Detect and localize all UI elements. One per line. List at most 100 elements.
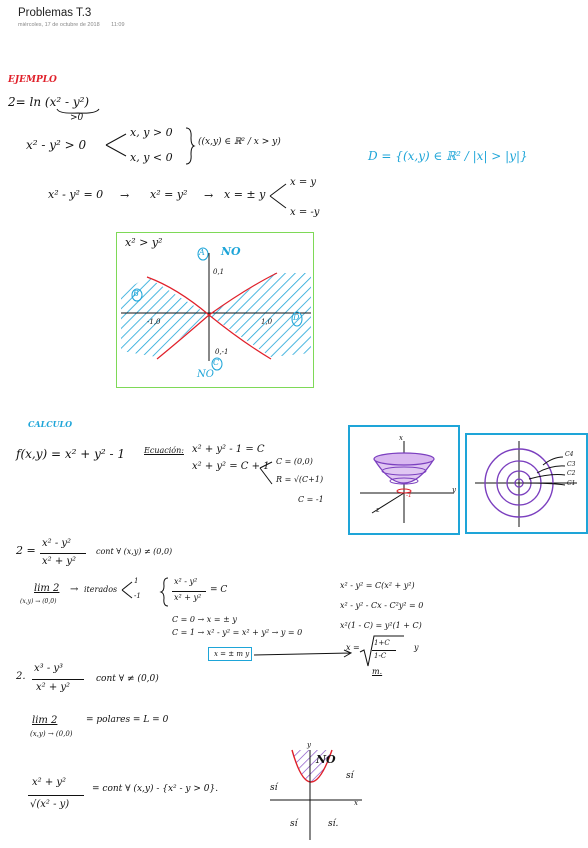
- point-left: -1,0: [147, 318, 161, 326]
- ejemplo-eq3: x = ± y: [224, 188, 266, 201]
- limit1-r4-den: 1-C: [374, 652, 387, 660]
- limit1-r4-y: y: [414, 643, 419, 652]
- limit1-sub: (x,y) → (0,0): [20, 598, 57, 605]
- limit3-si-2: sí: [270, 783, 278, 793]
- brace-left: [159, 577, 169, 607]
- limit2-den: x² + y²: [36, 682, 71, 693]
- ejemplo-heading: EJEMPLO: [8, 75, 57, 85]
- contour-plot: [475, 441, 577, 527]
- contour-label-2: C3: [567, 461, 576, 468]
- limit1-den: x² + y²: [42, 556, 77, 567]
- ejemplo-cond: >0: [70, 113, 84, 123]
- region-c-label: C: [213, 358, 220, 367]
- ejemplo-sol1: x = y: [290, 177, 317, 188]
- arrow-1: →: [120, 189, 130, 202]
- ejemplo-case1: x, y > 0: [130, 126, 173, 139]
- point-bottom: 0,-1: [215, 348, 229, 356]
- limit3-den: √(x² - y): [30, 799, 70, 810]
- limit1-lhs: 2 =: [16, 544, 36, 557]
- arrow-2: →: [204, 189, 214, 202]
- ejemplo-domain: D = {(x,y) ∈ ℝ² / |x| > |y|}: [368, 149, 528, 163]
- brace-right: [185, 127, 196, 165]
- limit1-m: m.: [372, 667, 383, 676]
- page-time: 11:09: [111, 22, 125, 28]
- boxed-result: x = ± m y: [208, 647, 252, 661]
- fraction-bar-5: [28, 795, 84, 796]
- fraction-bar-2: [172, 591, 206, 592]
- point-right: 1,0: [261, 318, 273, 326]
- limit2-num: x³ - y³: [34, 663, 64, 674]
- paraboloid-figure: z y x -1: [348, 425, 460, 535]
- ejemplo-sol2: x = -y: [290, 207, 320, 218]
- radius-label: R = √(C+1): [276, 475, 324, 484]
- page-meta: miércoles, 17 de octubre de 2018 11:09: [18, 22, 135, 28]
- boxed-text: x = ± m y: [214, 650, 250, 658]
- limit1-c0: C = 0 → x = ± y: [172, 615, 237, 624]
- limit2-lim: lim 2: [32, 715, 58, 726]
- calculo-func: f(x,y) = x² + y² - 1: [16, 447, 126, 461]
- limit3-num: x² + y²: [32, 777, 67, 788]
- limit3-axis-x: x: [354, 799, 358, 807]
- limit3-si-3: sí: [290, 819, 298, 829]
- region-a-label: A: [199, 248, 205, 257]
- limit3-si-1: sí: [346, 771, 354, 781]
- limit1-r4-num: 1+C: [374, 639, 390, 647]
- ejemplo-case2: x, y < 0: [130, 151, 173, 164]
- ecuacion-label: Ecuación:: [144, 446, 184, 455]
- limit1-v1: 1: [134, 577, 139, 585]
- parabola-plot: [270, 749, 362, 840]
- ecuacion-2: x² + y² = C + 1: [192, 461, 270, 472]
- ejemplo-ineq: x² - y² > 0: [26, 138, 87, 152]
- limit3-no: NO: [316, 753, 336, 766]
- no-top-label: NO: [221, 245, 241, 258]
- limit2-cont: cont ∀ ≠ (0,0): [96, 674, 159, 684]
- region-graph: x² > y² A NO 0,1 B -1,0 1,0 D 0,-1 NO C: [116, 232, 314, 388]
- point-top: 0,1: [213, 268, 225, 276]
- ejemplo-eq: x² - y² = 0: [48, 188, 104, 201]
- region-plot: [121, 247, 311, 371]
- limit1-num: x² - y²: [42, 538, 72, 549]
- center-label: C = (0,0): [276, 457, 313, 466]
- page-date: miércoles, 17 de octubre de 2018: [18, 22, 100, 28]
- branch-arrows-3: [259, 461, 273, 485]
- limit1-cont: cont ∀ (x,y) ≠ (0,0): [96, 547, 173, 556]
- limit1-lim: lim 2: [34, 583, 60, 594]
- limit1-v2: -1: [134, 592, 141, 600]
- limit2-lhs: 2.: [16, 671, 26, 682]
- limit1-r4-lhs: x =: [346, 643, 360, 652]
- limit2-sub: (x,y) → (0,0): [30, 730, 73, 738]
- limit1-brace-den: x² + y²: [174, 593, 202, 602]
- limit1-c1: C = 1 → x² - y² = x² + y² → y = 0: [172, 628, 303, 637]
- cmin-label: C = -1: [298, 495, 324, 504]
- limit3-rhs: = cont ∀ (x,y) - {x² - y > 0}.: [92, 784, 219, 794]
- limit1-brace-rhs: = C: [210, 585, 228, 595]
- long-arrow: [253, 649, 353, 658]
- limit1-r2: x² - y² - Cx - C²y² = 0: [340, 601, 424, 610]
- region-b-label: B: [133, 289, 139, 298]
- ejemplo-set: ((x,y) ∈ ℝ² / x > y): [198, 137, 281, 147]
- fraction-bar-4: [32, 679, 84, 680]
- limit1-iterados: iterados: [84, 585, 118, 594]
- ejemplo-func: 2= ln (x² - y²): [8, 95, 90, 109]
- branch-arrows-2: [269, 183, 287, 209]
- ecuacion-1: x² + y² - 1 = C: [192, 444, 265, 455]
- limit3-si-4: sí.: [328, 819, 339, 829]
- branch-arrows: [105, 133, 127, 157]
- contour-label-4: C1: [567, 480, 576, 487]
- limit1-r3: x²(1 - C) = y²(1 + C): [340, 621, 422, 630]
- contour-label-1: C4: [565, 451, 574, 458]
- limit2-rhs: = polares = L = 0: [86, 715, 169, 725]
- limit3-axis-y: y: [307, 741, 311, 749]
- underbrace: [56, 108, 100, 114]
- sqrt-sign: [359, 635, 404, 667]
- no-bottom-label: NO: [197, 369, 214, 380]
- iter-branch: [121, 581, 133, 599]
- graph1-label: x² > y²: [125, 236, 163, 249]
- axis-x-label: x: [399, 434, 403, 442]
- contour-label-3: C2: [567, 470, 576, 477]
- contour-figure: C4 C3 C2 C1: [465, 433, 588, 534]
- ejemplo-eq2: x² = y²: [150, 188, 188, 201]
- region-d-label: D: [293, 313, 300, 322]
- limit1-brace-num: x² - y²: [174, 577, 198, 586]
- fraction-bar: [40, 553, 86, 554]
